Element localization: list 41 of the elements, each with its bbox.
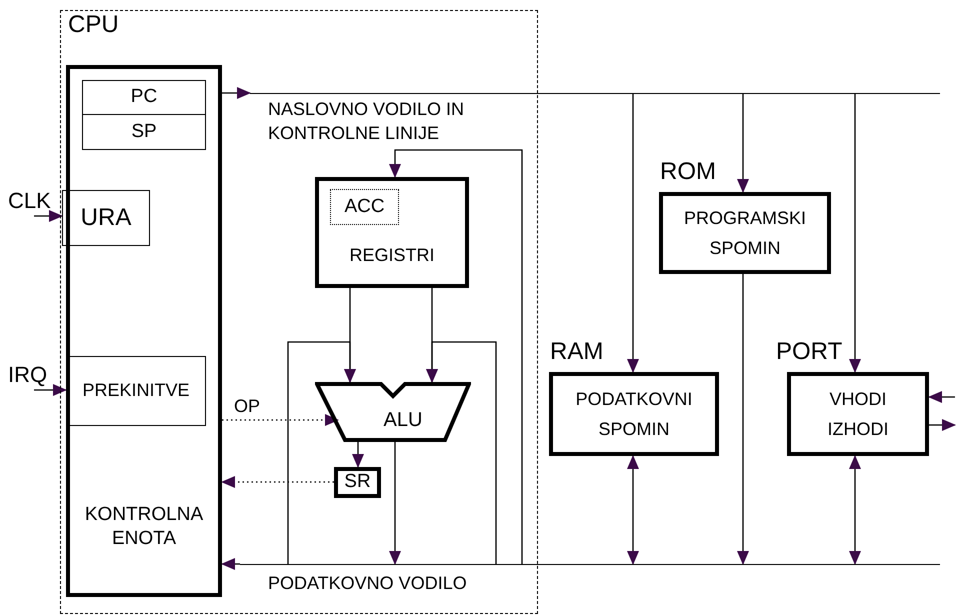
arrow bbox=[627, 93, 639, 373]
memory-box: PROGRAMSKI SPOMIN bbox=[659, 192, 831, 274]
arrow bbox=[849, 93, 861, 373]
block-label: REGISTRI bbox=[348, 244, 436, 267]
memory-box: PODATKOVNI SPOMIN bbox=[549, 372, 719, 456]
signal-label: IRQ bbox=[8, 360, 60, 390]
arrow bbox=[737, 274, 749, 565]
double-arrow bbox=[849, 455, 861, 565]
arrow bbox=[426, 341, 497, 564]
registers-box bbox=[315, 177, 469, 288]
arrow bbox=[737, 93, 749, 193]
clock-box: URA bbox=[62, 190, 150, 246]
component-label: RAM bbox=[550, 338, 604, 366]
status-register-box: SR bbox=[334, 467, 381, 498]
double-arrow bbox=[627, 455, 639, 565]
cpu-label: CPU bbox=[68, 13, 119, 37]
arrow bbox=[389, 442, 401, 565]
cpu-boundary bbox=[60, 10, 538, 614]
arrow bbox=[389, 149, 523, 564]
unit-label: KONTROLNA ENOTA bbox=[84, 503, 204, 551]
arrow bbox=[352, 442, 364, 468]
bus-line bbox=[250, 93, 940, 141]
arrow bbox=[221, 558, 240, 570]
port-box: VHODI IZHODI bbox=[787, 372, 929, 456]
component-label: PORT bbox=[776, 338, 842, 366]
register-box: SP bbox=[82, 114, 206, 150]
arrow bbox=[929, 419, 956, 431]
arrow bbox=[33, 210, 63, 222]
arrow bbox=[928, 391, 955, 403]
dotted-arrow bbox=[221, 476, 334, 488]
arrow bbox=[287, 341, 356, 564]
signal-label: CLK bbox=[8, 186, 60, 216]
arrow bbox=[222, 87, 251, 99]
accumulator-box: ACC bbox=[330, 189, 399, 225]
component-label: ROM bbox=[660, 158, 716, 186]
bus-label: PODATKOVNO VODILO bbox=[268, 572, 467, 595]
dotted-arrow bbox=[222, 414, 339, 426]
arrow bbox=[33, 384, 67, 396]
alu-block: ALU bbox=[315, 382, 471, 442]
bus-label: NASLOVNO VODILO IN KONTROLNE LINIJE bbox=[268, 98, 466, 145]
register-box: PC bbox=[82, 80, 206, 115]
